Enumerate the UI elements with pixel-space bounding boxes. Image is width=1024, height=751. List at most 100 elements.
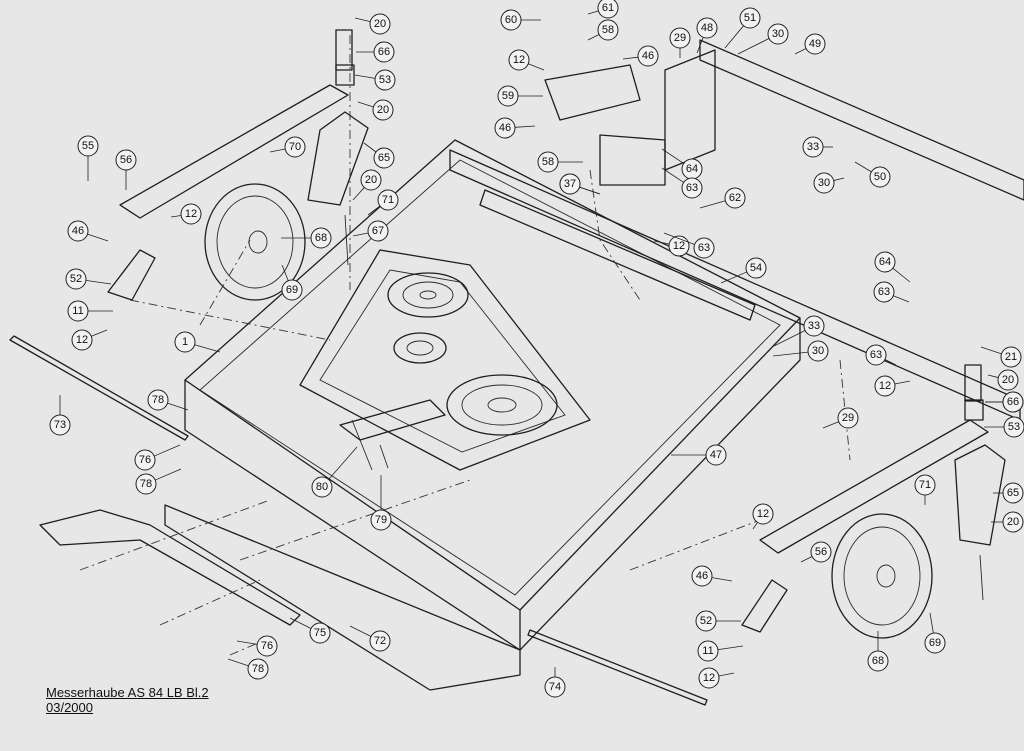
part-callout-29: 29 — [669, 27, 691, 58]
callout-number: 37 — [564, 178, 576, 190]
part-callout-12: 12 — [874, 375, 911, 397]
callout-leader — [711, 577, 733, 582]
callout-leader — [281, 264, 289, 281]
callout-circle — [369, 13, 391, 35]
callout-circle — [544, 676, 566, 698]
callout-circle — [669, 27, 691, 49]
callout-leader — [800, 556, 813, 563]
blade-clutch-pulley — [446, 374, 558, 436]
left-bracket-52 — [107, 249, 156, 301]
callout-number: 46 — [499, 122, 511, 134]
part-callout-60: 60 — [500, 9, 541, 31]
callout-leader — [661, 148, 684, 164]
callout-leader — [696, 37, 704, 54]
callout-number: 63 — [878, 286, 890, 298]
callout-leader — [892, 267, 911, 283]
callout-circle — [174, 331, 196, 353]
callout-circle — [869, 166, 891, 188]
callout-leader — [699, 200, 726, 209]
callout-circle — [369, 630, 391, 652]
callout-number: 58 — [602, 24, 614, 36]
callout-number: 54 — [750, 262, 762, 274]
callout-circle — [705, 444, 727, 466]
callout-leader — [91, 329, 108, 337]
callout-number: 47 — [710, 449, 722, 461]
callout-circle — [739, 7, 761, 29]
callout-number: 55 — [82, 140, 94, 152]
callout-circle — [370, 509, 392, 531]
part-callout-12: 12 — [698, 667, 735, 689]
part-callout-76: 76 — [236, 635, 278, 657]
callout-circle — [284, 136, 306, 158]
callout-circle — [1003, 416, 1024, 438]
part-callout-78: 78 — [135, 468, 182, 495]
part-callout-51: 51 — [724, 7, 761, 49]
callout-leader — [854, 161, 872, 173]
part-callout-30: 30 — [813, 172, 845, 194]
part-callout-52: 52 — [65, 268, 112, 290]
callout-number: 69 — [286, 284, 298, 296]
callout-leader — [833, 177, 845, 181]
part-callout-79: 79 — [370, 475, 392, 531]
callout-number: 63 — [870, 349, 882, 361]
right-bushing — [964, 399, 984, 421]
part-callout-53: 53 — [354, 69, 396, 91]
callout-number: 33 — [808, 320, 820, 332]
callout-circle — [309, 622, 331, 644]
callout-circle — [374, 69, 396, 91]
callout-leader — [227, 658, 249, 667]
callout-number: 68 — [872, 655, 884, 667]
part-callout-30: 30 — [737, 23, 789, 55]
callout-leader — [587, 34, 600, 41]
right-wheel — [831, 513, 933, 639]
part-callout-74: 74 — [544, 667, 566, 698]
callout-leader — [720, 271, 747, 284]
deck-inner-edge — [199, 159, 781, 596]
drawing-linework — [9, 29, 1024, 706]
part-callout-29: 29 — [822, 407, 859, 429]
right-bracket-52 — [741, 579, 788, 633]
part-callout-21: 21 — [980, 346, 1022, 368]
part-callout-71: 71 — [367, 189, 399, 216]
callout-circle — [807, 340, 829, 362]
callout-number: 20 — [1002, 374, 1014, 386]
part-callout-70: 70 — [269, 136, 306, 158]
callout-leader — [87, 233, 109, 242]
left-wheel-fork — [307, 111, 369, 206]
callout-circle — [180, 203, 202, 225]
callout-circle — [695, 610, 717, 632]
callout-circle — [767, 23, 789, 45]
callout-circle — [135, 473, 157, 495]
callout-circle — [752, 503, 774, 525]
part-callout-59: 59 — [497, 85, 543, 107]
part-callout-52: 52 — [695, 610, 741, 632]
part-callout-20: 20 — [357, 99, 394, 121]
callout-leader — [717, 645, 744, 650]
callout-leader — [893, 295, 910, 303]
callout-circle — [49, 414, 71, 436]
callout-circle — [373, 147, 395, 169]
callout-circle — [281, 279, 303, 301]
right-axle-tube — [759, 419, 989, 554]
callout-circle — [147, 389, 169, 411]
callout-leader — [85, 280, 112, 285]
part-callout-53: 53 — [984, 416, 1024, 438]
part-callout-20: 20 — [991, 511, 1024, 533]
callout-circle — [681, 177, 703, 199]
part-callout-55: 55 — [77, 135, 99, 181]
callout-leader — [289, 617, 312, 629]
callout-leader — [349, 625, 372, 637]
part-callout-37: 37 — [559, 173, 601, 195]
callout-leader — [752, 522, 758, 530]
part-callout-46: 46 — [67, 220, 109, 242]
callout-leader — [794, 48, 807, 55]
part-callout-73: 73 — [49, 395, 71, 436]
callout-leader — [354, 17, 371, 23]
callout-number: 60 — [505, 14, 517, 26]
part-number-labels: 2020202020666653536160585846464646121212… — [49, 0, 1024, 698]
callout-circle — [367, 220, 389, 242]
callout-leader — [737, 38, 770, 55]
callout-number: 64 — [879, 256, 891, 268]
callout-number: 20 — [374, 18, 386, 30]
part-callout-78: 78 — [227, 658, 269, 680]
